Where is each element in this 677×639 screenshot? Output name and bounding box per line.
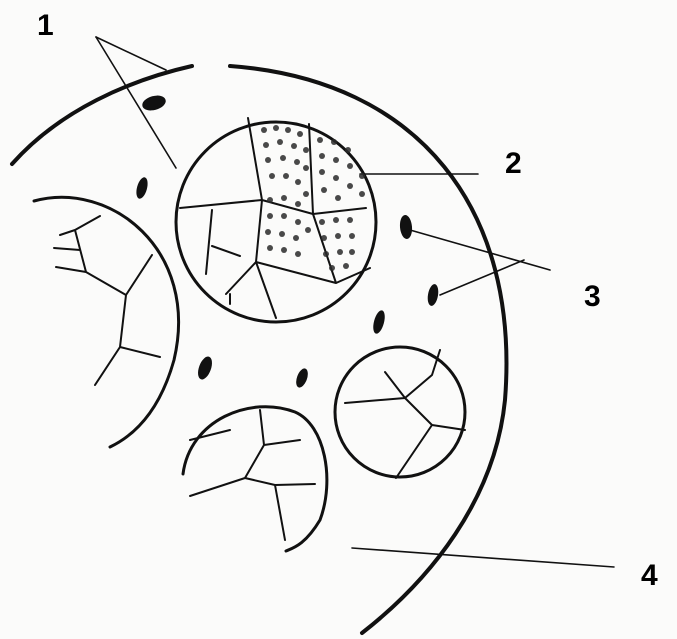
dark-oval	[426, 283, 440, 306]
label-4: 4	[641, 561, 658, 591]
dark-oval	[141, 93, 168, 113]
left-locule	[34, 197, 179, 447]
dark-oval	[134, 176, 149, 200]
outer-wall-right-arc	[230, 66, 506, 633]
dark-oval-bodies	[134, 93, 440, 389]
dark-oval	[399, 215, 413, 240]
label-3: 3	[584, 282, 601, 312]
label-2: 2	[505, 149, 522, 179]
label-1: 1	[37, 11, 54, 41]
leader-line-3a	[410, 230, 550, 270]
leader-line-3b	[440, 260, 524, 295]
leader-line-4	[352, 548, 614, 567]
right-locule	[335, 347, 465, 478]
bottom-locule	[183, 407, 327, 551]
dark-oval	[371, 309, 387, 335]
dark-oval	[195, 355, 214, 382]
dark-oval	[294, 367, 310, 389]
